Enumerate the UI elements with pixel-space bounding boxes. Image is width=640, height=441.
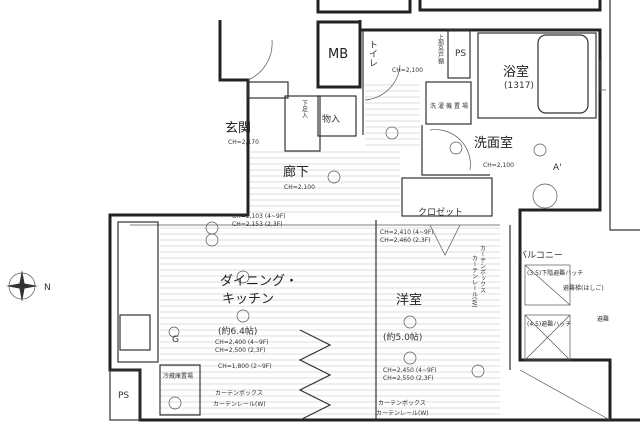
- evac-hatch: [524, 314, 571, 361]
- dining-label-2: キッチン: [222, 292, 274, 307]
- hallway-ch: CH=2,100: [284, 184, 315, 191]
- entrance-label: 玄関: [225, 121, 251, 136]
- curtain-rail-left: カーテンレール(W): [213, 401, 266, 408]
- ladder-label: 避難梯(はしご): [563, 284, 604, 292]
- lower-hatch-label: (3.5)下階避難ハッチ: [527, 269, 583, 277]
- washroom-ch: CH=2,100: [483, 162, 514, 169]
- dining-ch-2: CH=2,500 (2,3F): [215, 347, 266, 354]
- laundry-label: 洗濯機置場: [430, 102, 468, 110]
- kitchen-counter: [117, 221, 159, 363]
- floor-hatching: [160, 84, 500, 415]
- evac-label: 避難: [597, 315, 609, 323]
- closet-door-mark: [429, 224, 461, 256]
- mb-room: [316, 20, 362, 89]
- ps-shaft: [109, 369, 141, 421]
- evac-hatch-label: (4.5)避難ハッチ: [527, 320, 571, 328]
- bathroom-label: 浴室: [503, 64, 529, 80]
- dining-size: (約6.4帖): [218, 325, 257, 337]
- bathroom: [477, 32, 597, 119]
- western-ch-top-1: CH=2,410 (4~9F): [380, 229, 434, 236]
- bathroom-size: (1317): [504, 81, 534, 91]
- curtain-rail-vertical: カーテンレール(W): [471, 255, 478, 308]
- compass-icon: N: [6, 270, 51, 302]
- entrance-door-swing: [247, 39, 273, 81]
- closet-box: [401, 177, 493, 217]
- mb-label: MB: [328, 47, 348, 62]
- fridge-space: [159, 364, 201, 416]
- fixtures: [168, 126, 558, 410]
- ps-bottom-label: PS: [118, 391, 129, 401]
- curtain-box-left: カーテンボックス: [215, 389, 263, 397]
- curtain-rail-right: カーテンレール(W): [376, 410, 429, 417]
- western-room-size: (約5.0帖): [383, 331, 422, 343]
- folding-door: [298, 329, 332, 421]
- lower-hatch: [524, 264, 571, 306]
- shoe-cabinet: [284, 95, 321, 152]
- fridge-label: 冷蔵庫置場: [163, 372, 193, 380]
- walls: [108, 0, 640, 422]
- bathtub: [537, 34, 589, 114]
- upper-cabinet-label: 上部吊戸棚: [437, 33, 444, 65]
- dining-ch-1: CH=2,400 (4~9F): [215, 339, 269, 346]
- hall-ch-2: CH=2,153 (2,3F): [232, 221, 283, 228]
- gas-mark: G: [172, 335, 179, 345]
- balcony-label: バルコニー: [518, 250, 563, 261]
- western-ch-1: CH=2,450 (4~9F): [383, 367, 437, 374]
- closet-label: クロゼット: [418, 206, 463, 218]
- north-label: N: [44, 283, 51, 293]
- western-ch-top-2: CH=2,460 (2,3F): [380, 237, 431, 244]
- hallway-label: 廊下: [283, 164, 309, 180]
- curtain-box-vertical: カーテンボックス: [479, 245, 486, 293]
- western-ch-2: CH=2,550 (2,3F): [383, 375, 434, 382]
- dining-ch-3: CH=1,800 (2~9F): [218, 363, 272, 370]
- curtain-box-right: カーテンボックス: [378, 399, 426, 407]
- storage-room: [317, 95, 357, 137]
- stove: [119, 314, 151, 351]
- section-mark: A': [553, 163, 562, 173]
- ps-top-label: PS: [455, 49, 466, 59]
- washroom-label: 洗面室: [474, 135, 513, 151]
- toilet-ch: CH=2,100: [392, 67, 423, 74]
- washbasin: [532, 183, 558, 209]
- shoe-cabinet-label: 下足入: [301, 100, 308, 118]
- laundry-space: [425, 81, 472, 125]
- western-room-label: 洋室: [396, 292, 422, 308]
- hall-ch-1: CH=2,103 (4~9F): [232, 213, 286, 220]
- toilet-label: トイレ: [367, 40, 378, 67]
- storage-label: 物入: [322, 113, 340, 125]
- entrance-ch: CH=2,170: [228, 139, 259, 146]
- dining-label-1: ダイニング・: [220, 274, 298, 289]
